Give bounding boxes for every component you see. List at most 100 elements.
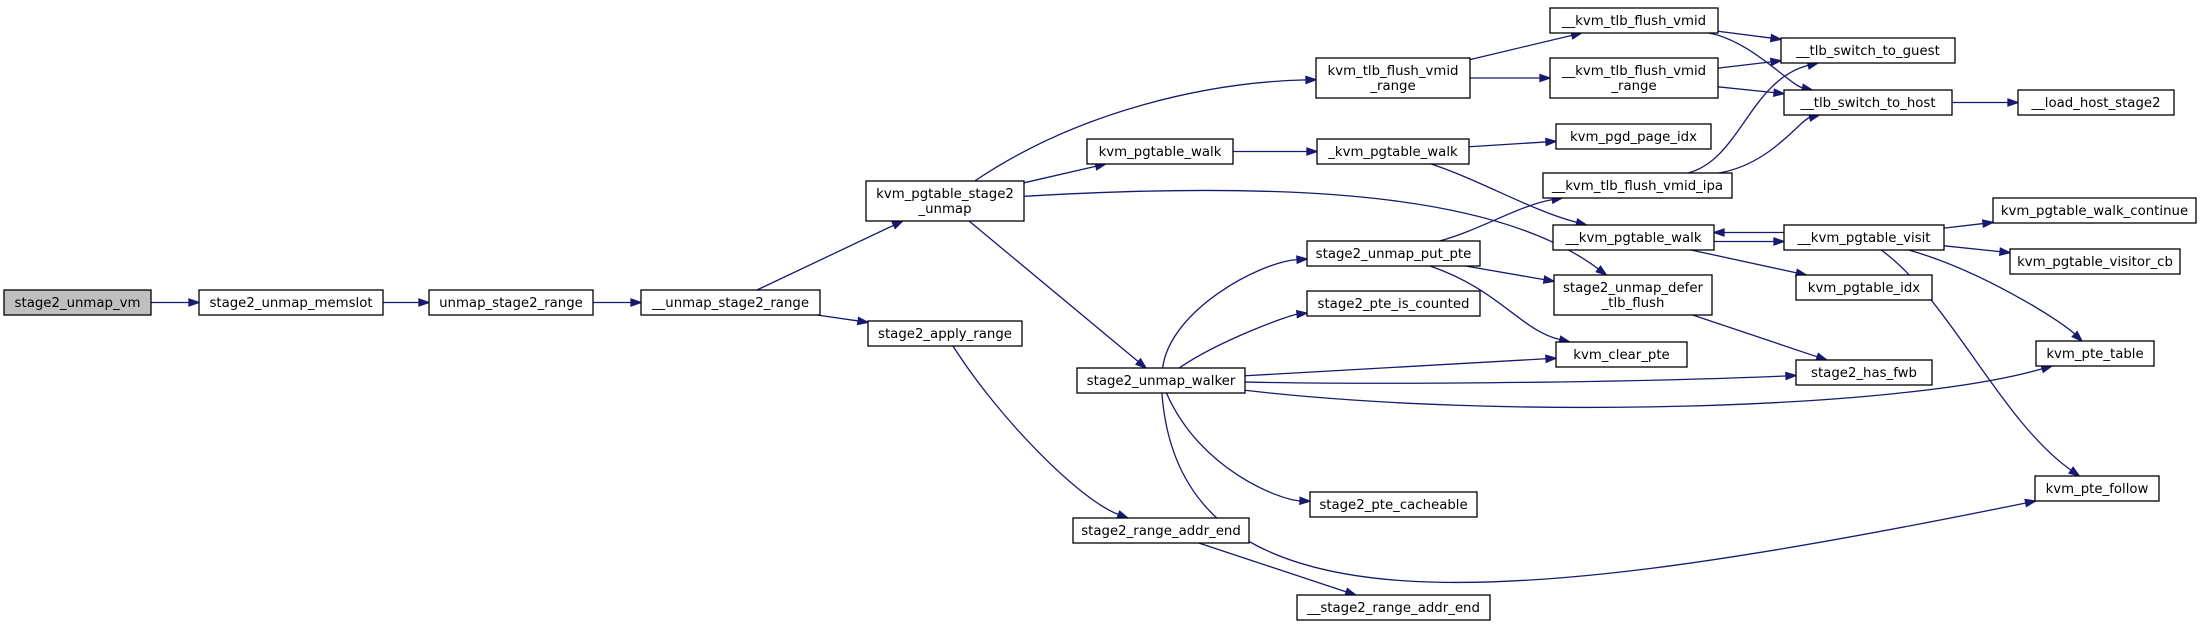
node-box — [1992, 197, 2197, 224]
node-__stage2_range_addr_end[interactable]: __stage2_range_addr_end — [1296, 594, 1491, 621]
node-box — [1309, 491, 1478, 518]
edge-_kvm_pgtable_walk-to-kvm_pgd_page_idx — [1468, 137, 1558, 148]
node-box — [428, 289, 594, 316]
node-label: __unmap_stage2_range — [651, 296, 809, 311]
node-label: __kvm_tlb_flush_vmid_ipa — [1551, 179, 1723, 194]
edge-__unmap_stage2_range-to-kvm_pgtable_stage2_unmap — [756, 220, 905, 291]
node-label: unmap_stage2_range — [439, 296, 583, 311]
node-box — [3, 289, 152, 316]
node-label: kvm_pgd_page_idx — [1570, 130, 1697, 145]
edge-stage2_unmap_memslot-to-unmap_stage2_range — [383, 298, 431, 307]
edge-__kvm_pgtable_visit-to-kvm_pte_table — [1908, 249, 2084, 343]
node-box — [2035, 340, 2155, 367]
node-label: __tlb_switch_to_guest — [1795, 44, 1940, 59]
node-box — [1780, 37, 1956, 64]
node-box — [2009, 248, 2181, 275]
edge-stage2_unmap_walker-to-stage2_pte_cacheable — [1165, 392, 1312, 506]
node-stage2_apply_range[interactable]: stage2_apply_range — [867, 320, 1023, 347]
node-kvm_pgtable_stage2_unmap[interactable]: kvm_pgtable_stage2_unmap — [865, 180, 1025, 222]
edges-layer — [151, 30, 2084, 596]
node-kvm_pgtable_idx[interactable]: kvm_pgtable_idx — [1795, 274, 1933, 301]
node-label: stage2_pte_cacheable — [1319, 498, 1467, 513]
node-label: _tlb_flush — [1601, 296, 1665, 311]
node-stage2_unmap_vm[interactable]: stage2_unmap_vm — [3, 289, 152, 316]
node-label: _unmap — [917, 202, 971, 217]
node-kvm_pgtable_visitor_cb[interactable]: kvm_pgtable_visitor_cb — [2009, 248, 2181, 275]
edge-stage2_unmap_put_pte-to-__kvm_tlb_flush_vmid_ipa — [1439, 195, 1565, 242]
node-__tlb_switch_to_host[interactable]: __tlb_switch_to_host — [1783, 89, 1953, 116]
node-unmap_stage2_range[interactable]: unmap_stage2_range — [428, 289, 594, 316]
node-stage2_unmap_walker[interactable]: stage2_unmap_walker — [1076, 367, 1246, 394]
node-label: __stage2_range_addr_end — [1306, 601, 1480, 616]
node-__tlb_switch_to_guest[interactable]: __tlb_switch_to_guest — [1780, 37, 1956, 64]
node-box — [1315, 57, 1471, 99]
node-__load_host_stage2[interactable]: __load_host_stage2 — [2017, 89, 2175, 116]
node-kvm_pte_follow[interactable]: kvm_pte_follow — [2034, 475, 2160, 502]
node-box — [1783, 89, 1953, 116]
edge-kvm_tlb_flush_vmid_range-to-__kvm_tlb_flush_vmid_range — [1470, 73, 1552, 83]
node-label: stage2_unmap_memslot — [209, 296, 372, 311]
edge-kvm_pgtable_stage2_unmap-to-stage2_unmap_defer_tlb_flush — [1023, 189, 1608, 277]
edge-stage2_unmap_put_pte-to-stage2_unmap_defer_tlb_flush — [1465, 265, 1556, 284]
node-label: kvm_pte_table — [2046, 347, 2143, 362]
node-stage2_pte_cacheable[interactable]: stage2_pte_cacheable — [1309, 491, 1478, 518]
node-label: kvm_pte_follow — [2046, 482, 2149, 497]
edge-kvm_pgtable_walk-to-_kvm_pgtable_walk — [1233, 147, 1319, 156]
node-label: _range — [1610, 79, 1656, 94]
node-stage2_range_addr_end[interactable]: stage2_range_addr_end — [1072, 517, 1250, 544]
node-box — [865, 180, 1025, 222]
node-box — [1555, 341, 1688, 368]
node-kvm_clear_pte[interactable]: kvm_clear_pte — [1555, 341, 1688, 368]
edge-kvm_pgtable_stage2_unmap-to-kvm_tlb_flush_vmid_range — [974, 75, 1318, 182]
node-kvm_pgtable_walk_continue[interactable]: kvm_pgtable_walk_continue — [1992, 197, 2197, 224]
node-__kvm_pgtable_walk[interactable]: __kvm_pgtable_walk — [1552, 224, 1715, 251]
node-box — [1549, 7, 1719, 34]
node-box — [1783, 224, 1945, 251]
node-kvm_tlb_flush_vmid_range[interactable]: kvm_tlb_flush_vmid_range — [1315, 57, 1471, 99]
node-label: __kvm_pgtable_walk — [1564, 231, 1701, 246]
node-label: __kvm_pgtable_visit — [1796, 231, 1930, 246]
node-label: stage2_apply_range — [878, 327, 1012, 342]
edge-__kvm_tlb_flush_vmid_ipa-to-__tlb_switch_to_host — [1718, 113, 1822, 174]
node-label: __load_host_stage2 — [2030, 96, 2160, 111]
edge-__kvm_pgtable_visit-to-kvm_pgtable_walk_continue — [1943, 219, 1995, 229]
node-box — [198, 289, 384, 316]
node-box — [1795, 274, 1933, 301]
node-label: _range — [1369, 79, 1415, 94]
node-label: kvm_pgtable_walk — [1099, 145, 1222, 160]
node-stage2_unmap_defer_tlb_flush[interactable]: stage2_unmap_defer_tlb_flush — [1553, 274, 1713, 316]
node-label: kvm_pgtable_idx — [1808, 281, 1921, 296]
node-kvm_pgtable_walk[interactable]: kvm_pgtable_walk — [1086, 138, 1234, 165]
node-stage2_pte_is_counted[interactable]: stage2_pte_is_counted — [1306, 290, 1481, 317]
node-label: stage2_pte_is_counted — [1318, 297, 1470, 312]
node-box — [2034, 475, 2160, 502]
node-stage2_has_fwb[interactable]: stage2_has_fwb — [1795, 359, 1933, 386]
node-label: stage2_has_fwb — [1811, 366, 1917, 381]
node-label: stage2_unmap_defer — [1563, 281, 1704, 296]
node-label: __kvm_tlb_flush_vmid — [1561, 14, 1706, 29]
edge-kvm_pgtable_stage2_unmap-to-stage2_unmap_walker — [968, 220, 1148, 370]
node-stage2_unmap_memslot[interactable]: stage2_unmap_memslot — [198, 289, 384, 316]
node-kvm_pgd_page_idx[interactable]: kvm_pgd_page_idx — [1555, 123, 1712, 150]
node-__kvm_tlb_flush_vmid[interactable]: __kvm_tlb_flush_vmid — [1549, 7, 1719, 34]
edge-stage2_unmap_defer_tlb_flush-to-stage2_has_fwb — [1692, 314, 1829, 361]
edge-__kvm_tlb_flush_vmid_range-to-__tlb_switch_to_guest — [1717, 57, 1783, 69]
edge-__kvm_pgtable_visit-to-__kvm_pgtable_walk — [1712, 228, 1784, 237]
node-stage2_unmap_put_pte[interactable]: stage2_unmap_put_pte — [1306, 240, 1481, 267]
edge-__kvm_tlb_flush_vmid-to-__tlb_switch_to_guest — [1717, 30, 1783, 43]
node-label: __tlb_switch_to_host — [1799, 96, 1935, 111]
node-box — [1795, 359, 1933, 386]
node-__unmap_stage2_range[interactable]: __unmap_stage2_range — [640, 289, 821, 316]
node-kvm_pte_table[interactable]: kvm_pte_table — [2035, 340, 2155, 367]
node-box — [1553, 274, 1713, 316]
node-label: kvm_pgtable_stage2 — [876, 187, 1014, 202]
edge-__unmap_stage2_range-to-stage2_apply_range — [816, 314, 870, 326]
node-__kvm_tlb_flush_vmid_range[interactable]: __kvm_tlb_flush_vmid_range — [1549, 57, 1719, 99]
edge-__kvm_pgtable_visit-to-kvm_pte_follow — [1880, 249, 2081, 478]
node-__kvm_tlb_flush_vmid_ipa[interactable]: __kvm_tlb_flush_vmid_ipa — [1542, 172, 1733, 199]
edge-kvm_tlb_flush_vmid_range-to-__kvm_tlb_flush_vmid — [1469, 31, 1584, 61]
node-_kvm_pgtable_walk[interactable]: _kvm_pgtable_walk — [1316, 138, 1470, 165]
node-box — [1086, 138, 1234, 165]
node-__kvm_pgtable_visit[interactable]: __kvm_pgtable_visit — [1783, 224, 1945, 251]
edge-stage2_unmap_walker-to-kvm_clear_pte — [1244, 354, 1558, 377]
